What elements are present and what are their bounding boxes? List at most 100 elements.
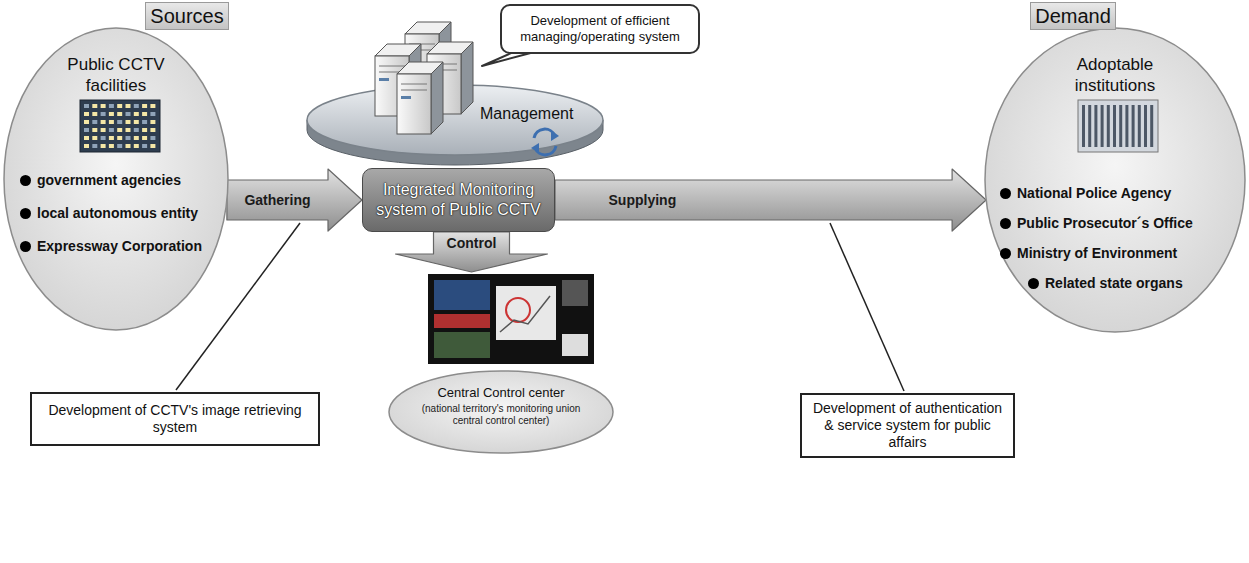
screen-pane — [434, 314, 490, 328]
building-window — [126, 144, 131, 148]
group-title: Public CCTV facilities — [51, 54, 181, 96]
node-label: Development of authentication & service … — [812, 400, 1003, 451]
building-stripe — [1119, 105, 1122, 147]
block-arrow — [227, 169, 362, 231]
building-icon — [80, 100, 160, 152]
building-window — [101, 120, 106, 124]
building-window — [101, 104, 106, 108]
building-window — [92, 120, 97, 124]
monitor-screen — [428, 274, 594, 364]
node-label: Development of efficient managing/operat… — [510, 13, 690, 45]
building-window — [92, 144, 97, 148]
building-window — [150, 136, 155, 140]
note-box: Development of authentication & service … — [800, 393, 1015, 458]
block-arrow — [555, 169, 986, 231]
building-window — [142, 136, 147, 140]
note-box: Development of CCTV's image retrieving s… — [30, 392, 320, 446]
building-window — [109, 112, 114, 116]
building-window — [92, 104, 97, 108]
building-window — [126, 136, 131, 140]
demand-ellipse: DemandAdoptable institutionsNational Pol… — [978, 2, 1247, 334]
building-window — [101, 136, 106, 140]
ellipse-outline — [985, 28, 1245, 332]
screen-pane — [562, 334, 588, 356]
building-window — [142, 112, 147, 116]
building-window — [109, 128, 114, 132]
building-window — [92, 112, 97, 116]
screen-pane — [434, 332, 490, 358]
server-icon — [397, 62, 443, 134]
building-window — [101, 128, 106, 132]
building-icon — [1078, 100, 1158, 152]
bullet-item: local autonomous entity — [20, 205, 225, 222]
map-line — [500, 296, 550, 332]
building-stripe — [1144, 105, 1147, 147]
building-window — [117, 112, 122, 116]
building-window — [150, 128, 155, 132]
screen-map — [496, 286, 556, 340]
building-window — [150, 120, 155, 124]
building-stripe — [1150, 105, 1153, 147]
bullet-item: Public Prosecutor´s Office — [1000, 215, 1240, 232]
building-window — [109, 136, 114, 140]
process-box: Integrated Monitoring system of Public C… — [362, 168, 555, 232]
building-window — [84, 104, 89, 108]
arrow-label: Supplying — [609, 192, 677, 209]
sources-ellipse: SourcesPublic CCTV facilitiesgovernment … — [2, 2, 232, 334]
screen-pane — [434, 280, 490, 310]
block-arrow — [396, 232, 548, 272]
callout-box: Development of efficient managing/operat… — [500, 4, 700, 54]
building-window — [117, 104, 122, 108]
building-stripe — [1094, 105, 1097, 147]
building-window — [134, 112, 139, 116]
building-window — [101, 144, 106, 148]
building-stripe — [1132, 105, 1135, 147]
building-window — [84, 120, 89, 124]
building-window — [134, 136, 139, 140]
ellipse-outline — [389, 371, 613, 453]
building-stripe — [1107, 105, 1110, 147]
header-label: Sources — [145, 2, 229, 30]
building-window — [117, 144, 122, 148]
building-window — [150, 144, 155, 148]
building-window — [134, 104, 139, 108]
node-label: Central Control center — [401, 385, 601, 401]
building-window — [126, 104, 131, 108]
building-window — [109, 120, 114, 124]
building-window — [92, 136, 97, 140]
arrow-label: Gathering — [244, 192, 310, 209]
building-stripe — [1113, 105, 1116, 147]
header-label: Demand — [1030, 2, 1116, 30]
building-window — [126, 112, 131, 116]
control-center-ellipse: Central Control center (national territor… — [388, 272, 614, 454]
arrow-label: Control — [447, 235, 497, 252]
platform-label: Management — [480, 104, 590, 124]
building-window — [101, 112, 106, 116]
building-window — [126, 128, 131, 132]
building-stripe — [1101, 105, 1104, 147]
building-window — [126, 120, 131, 124]
group-title: Adoptable institutions — [1050, 54, 1180, 96]
node-label: Integrated Monitoring system of Public C… — [373, 180, 544, 220]
bullet-item: National Police Agency — [1000, 185, 1240, 202]
building-window — [134, 128, 139, 132]
node-outline — [388, 272, 614, 454]
node-sublabel: (national territory's monitoring union c… — [416, 403, 586, 427]
building-window — [84, 136, 89, 140]
bullet-item: Expressway Corporation — [20, 238, 225, 255]
building-stripe — [1138, 105, 1141, 147]
screen-pane — [562, 280, 588, 306]
building-window — [109, 104, 114, 108]
building-window — [150, 112, 155, 116]
building-window — [92, 128, 97, 132]
building-window — [142, 128, 147, 132]
building-window — [134, 120, 139, 124]
building-stripe — [1088, 105, 1091, 147]
building-window — [117, 128, 122, 132]
ellipse-outline — [4, 28, 228, 330]
building-window — [142, 144, 147, 148]
bullet-item: Ministry of Environment — [1000, 245, 1240, 262]
building-window — [150, 104, 155, 108]
leader-line — [830, 223, 904, 391]
